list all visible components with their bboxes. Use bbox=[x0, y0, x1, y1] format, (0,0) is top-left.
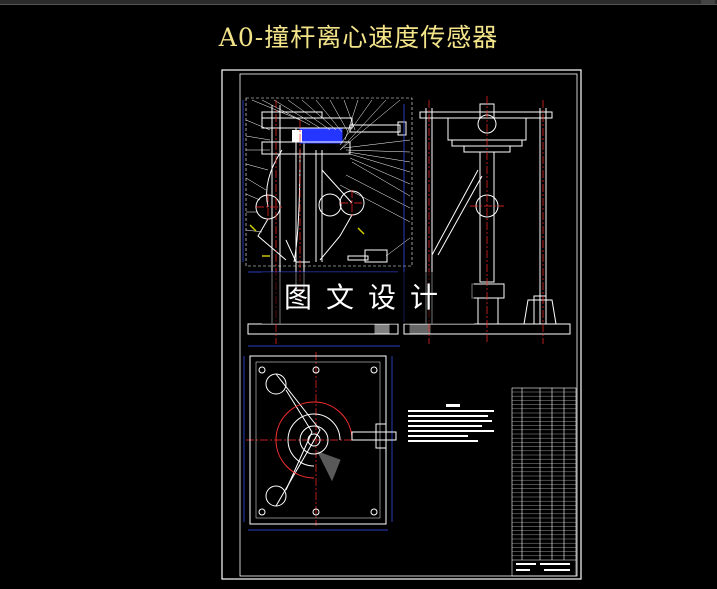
window-control[interactable] bbox=[701, 0, 715, 4]
top-view bbox=[249, 355, 397, 525]
parts-list-rows bbox=[512, 391, 576, 556]
title-block bbox=[516, 563, 570, 571]
sheet-inner-border bbox=[239, 73, 578, 577]
technical-notes bbox=[408, 404, 494, 442]
watermark-overlay: 图文设计 bbox=[262, 272, 474, 324]
sheet-outer-border bbox=[221, 69, 582, 580]
drawing-title: A0-撞杆离心速度传感器 bbox=[218, 23, 499, 52]
front-view-leaders bbox=[245, 99, 411, 257]
window-top-bar bbox=[0, 0, 717, 5]
accent-marks bbox=[249, 224, 365, 257]
parts-list-table bbox=[511, 387, 577, 577]
